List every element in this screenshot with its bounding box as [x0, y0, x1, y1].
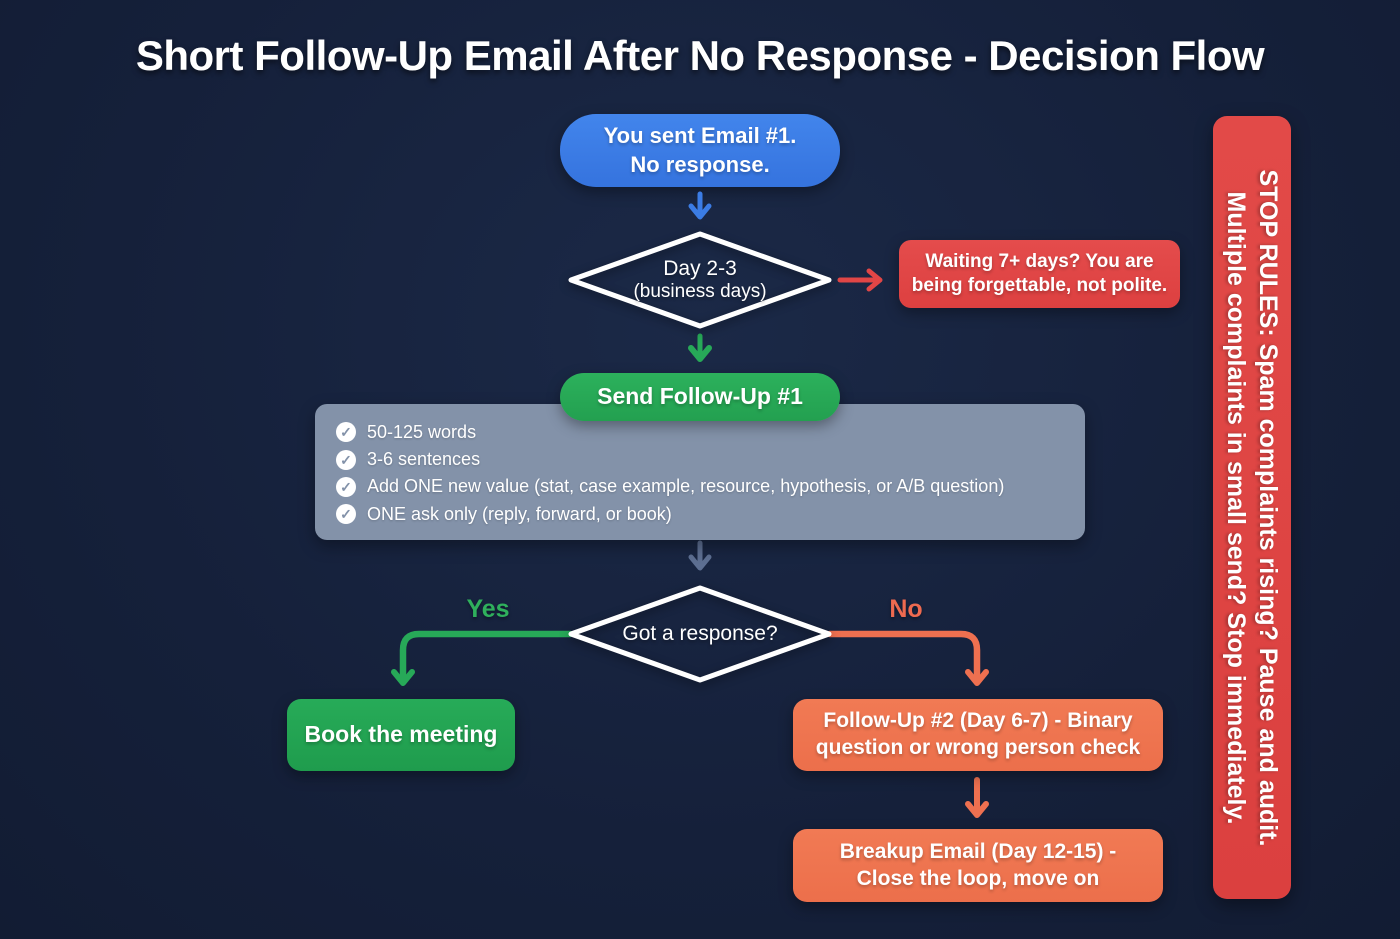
stop-rules-line1: STOP RULES: Spam complaints rising? Paus… [1254, 169, 1283, 846]
warning-line1: Waiting 7+ days? You are [925, 250, 1154, 272]
followup2-line2: question or wrong person check [815, 736, 1141, 759]
checklist-item-label: ONE ask only (reply, forward, or book) [367, 503, 672, 524]
check-icon: ✓ [336, 476, 356, 497]
arrow-yes-branch [391, 630, 574, 686]
book-meeting-label: Book the meeting [304, 721, 498, 748]
checklist-item-label: 50-125 words [367, 421, 477, 442]
response-decision-diamond: Got a response? [566, 584, 834, 684]
stop-rules-line2: Multiple complaints in small send? Stop … [1222, 191, 1251, 824]
breakup-line1: Breakup Email (Day 12-15) - [839, 839, 1117, 863]
checklist-item: ✓ ONE ask only (reply, forward, or book) [315, 501, 1085, 528]
stop-rules-banner: STOP RULES: Spam complaints rising? Paus… [1213, 116, 1291, 899]
checklist-item-label: Add ONE new value (stat, case example, r… [367, 476, 1005, 497]
send-followup1-node: Send Follow-Up #1 [560, 373, 840, 421]
checklist-item-label: 3-6 sentences [367, 449, 481, 470]
send-followup1-label: Send Follow-Up #1 [597, 383, 803, 410]
followup2-node: Follow-Up #2 (Day 6-7) - Binary question… [793, 699, 1163, 771]
stop-rules-text: STOP RULES: Spam complaints rising? Paus… [1213, 123, 1291, 893]
start-node: You sent Email #1. No response. [560, 114, 840, 187]
breakup-line2: Close the loop, move on [856, 866, 1100, 890]
response-decision-label: Got a response? [622, 622, 778, 645]
check-icon: ✓ [336, 422, 356, 443]
warning-line2: being forgettable, not polite. [911, 275, 1168, 296]
check-icon: ✓ [336, 449, 356, 470]
start-node-line2: No response. [630, 151, 770, 177]
checklist-item: ✓ Add ONE new value (stat, case example,… [315, 473, 1085, 500]
followup2-line1: Follow-Up #2 (Day 6-7) - Binary [823, 709, 1133, 733]
breakup-email-node: Breakup Email (Day 12-15) - Close the lo… [793, 829, 1163, 902]
diamond-shape [568, 585, 832, 683]
diamond-shape [568, 231, 832, 329]
timing-decision-diamond: Day 2-3 (business days) [566, 230, 834, 330]
start-node-line1: You sent Email #1. [603, 123, 797, 149]
book-meeting-node: Book the meeting [287, 699, 515, 771]
yes-branch-label: Yes [466, 595, 510, 623]
checklist-item: ✓ 50-125 words [315, 419, 1085, 446]
timing-decision-line2: (business days) [633, 281, 767, 302]
no-branch-label: No [889, 595, 923, 623]
check-icon: ✓ [336, 504, 356, 525]
checklist-item: ✓ 3-6 sentences [315, 446, 1085, 473]
timing-decision-line1: Day 2-3 [663, 257, 737, 280]
page-title: Short Follow-Up Email After No Response … [135, 32, 1265, 79]
followup-checklist-panel: ✓ 50-125 words ✓ 3-6 sentences ✓ Add ONE… [315, 404, 1085, 540]
arrow-no-branch [826, 630, 989, 686]
warning-node: Waiting 7+ days? You are being forgettab… [899, 240, 1180, 308]
